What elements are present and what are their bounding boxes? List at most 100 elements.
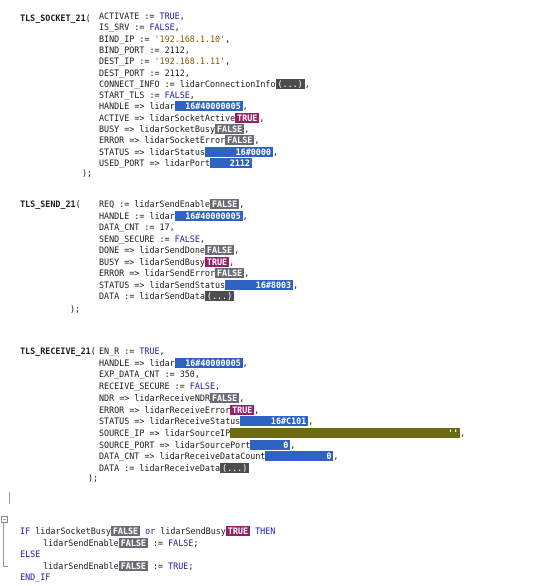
monitor-value: FALSE — [118, 561, 148, 571]
param-separator: , — [234, 245, 240, 255]
variable-ref[interactable]: lidarSendEnable — [43, 561, 119, 571]
monitor-value: 16#0000 — [204, 146, 273, 157]
variable-ref[interactable]: lidarReceiveStatus — [149, 416, 241, 427]
param-separator: , — [272, 146, 278, 157]
variable-ref[interactable]: lidar — [149, 357, 175, 368]
param-separator: , — [242, 210, 248, 221]
text-cursor — [9, 492, 10, 504]
param-operator: := — [134, 210, 145, 221]
variable-ref[interactable]: lidarSendStatus — [149, 279, 226, 290]
monitor-value: FALSE — [215, 268, 245, 278]
variable-ref[interactable]: lidar — [149, 210, 175, 221]
else-line: ELSE — [20, 549, 41, 559]
param-name: BIND_IP — [99, 33, 135, 44]
variable-ref[interactable]: lidarSendDone — [139, 245, 205, 255]
param-line: RECEIVE_SECURE := FALSE, — [99, 381, 220, 392]
param-name: SOURCE_IP — [99, 427, 145, 438]
param-line: SEND_SECURE := FALSE, — [99, 234, 205, 245]
variable-ref[interactable]: lidarReceiveNDR — [134, 392, 210, 403]
param-name: STATUS — [99, 146, 130, 157]
param-operator: := — [124, 291, 135, 301]
variable-ref[interactable]: lidarSourcePort — [174, 439, 251, 450]
param-operator: => — [124, 256, 135, 267]
param-separator: , — [254, 135, 260, 146]
param-separator: , — [225, 56, 231, 67]
monitor-value: 16#8003 — [225, 279, 294, 290]
param-separator: , — [239, 199, 245, 209]
param-separator: , — [290, 439, 296, 450]
variable-ref[interactable]: lidarSocketBusy — [35, 526, 111, 536]
param-line: CONNECT_INFO := lidarConnectionInfo(...)… — [99, 78, 310, 90]
param-operator: => — [134, 279, 145, 290]
monitor-value: 16#40000005 — [174, 357, 243, 368]
variable-ref[interactable]: lidarPort — [164, 157, 210, 168]
param-separator: , — [174, 22, 180, 33]
fold-guide-end — [3, 566, 8, 567]
variable-ref[interactable]: lidarReceiveData — [139, 463, 221, 473]
param-name: EN_R — [99, 346, 120, 356]
param-name: DATA_CNT — [99, 222, 140, 232]
fb-instance-name[interactable]: TLS_RECEIVE_21 — [20, 346, 91, 356]
param-line: ACTIVATE := TRUE, — [99, 11, 185, 22]
param-name: ACTIVE — [99, 112, 130, 123]
expand-struct-button[interactable]: (...) — [275, 78, 305, 89]
variable-ref[interactable]: lidarSocketBusy — [139, 124, 215, 134]
param-line: IS_SRV := FALSE, — [99, 22, 180, 33]
block-close: ); — [82, 168, 93, 178]
monitor-value: FALSE — [110, 526, 141, 536]
monitor-value: 16#C101 — [240, 416, 309, 427]
variable-ref[interactable]: lidarSendEnable — [134, 199, 210, 209]
endif-line: END_IF — [20, 572, 51, 582]
variable-ref[interactable]: lidarSocketError — [144, 135, 226, 146]
variable-ref[interactable]: lidarStatus — [149, 146, 205, 157]
param-value: 2112 — [164, 67, 185, 78]
variable-ref[interactable]: lidarSocketActive — [149, 112, 236, 123]
variable-ref[interactable]: lidarSendEnable — [43, 538, 119, 548]
param-name: DONE — [99, 245, 120, 255]
monitor-value: 0 — [250, 439, 291, 450]
variable-ref[interactable]: lidarSendBusy — [160, 526, 226, 536]
param-operator: => — [129, 404, 140, 415]
param-separator: , — [189, 90, 195, 101]
monitor-value: TRUE — [235, 112, 260, 123]
variable-ref[interactable]: lidarReceiveError — [144, 404, 231, 415]
monitor-value: 16#40000005 — [174, 101, 243, 112]
fold-minus-icon[interactable]: − — [1, 516, 8, 523]
variable-ref[interactable]: lidarSendBusy — [139, 256, 205, 267]
variable-ref[interactable]: lidarConnectionInfo — [179, 78, 276, 89]
fold-guide-line — [3, 523, 4, 567]
param-operator: => — [149, 157, 160, 168]
param-value: TRUE — [159, 11, 180, 21]
param-name: RECEIVE_SECURE — [99, 381, 170, 392]
monitor-value: TRUE — [230, 404, 255, 415]
variable-ref[interactable]: lidarReceiveDataCount — [159, 451, 266, 462]
variable-ref[interactable]: lidarSendData — [139, 291, 205, 301]
variable-ref[interactable]: lidarSourceIP — [164, 427, 231, 438]
param-operator: := — [119, 199, 130, 209]
param-value: 350 — [179, 369, 195, 380]
fb-instance-name[interactable]: TLS_SOCKET_21 — [20, 13, 86, 23]
variable-ref[interactable]: lidarSendError — [144, 268, 215, 278]
variable-ref[interactable]: lidar — [149, 101, 175, 112]
block-close: ); — [88, 473, 99, 483]
monitor-value: TRUE — [225, 526, 251, 536]
param-name: REQ — [99, 199, 115, 209]
param-operator: := — [149, 67, 160, 78]
param-separator: , — [179, 11, 185, 21]
param-operator: => — [134, 112, 145, 123]
expand-struct-button[interactable]: (...) — [220, 463, 250, 473]
param-name: DEST_IP — [99, 56, 135, 67]
param-line: DATA := lidarReceiveData(...) — [99, 463, 250, 474]
expand-struct-button[interactable]: (...) — [204, 291, 235, 301]
monitor-value: FALSE — [209, 392, 240, 403]
fb-instance-name[interactable]: TLS_SEND_21 — [20, 199, 76, 209]
param-name: DATA_CNT — [99, 451, 140, 462]
param-name: HANDLE — [99, 101, 130, 112]
monitor-value: 16#40000005 — [174, 210, 243, 221]
